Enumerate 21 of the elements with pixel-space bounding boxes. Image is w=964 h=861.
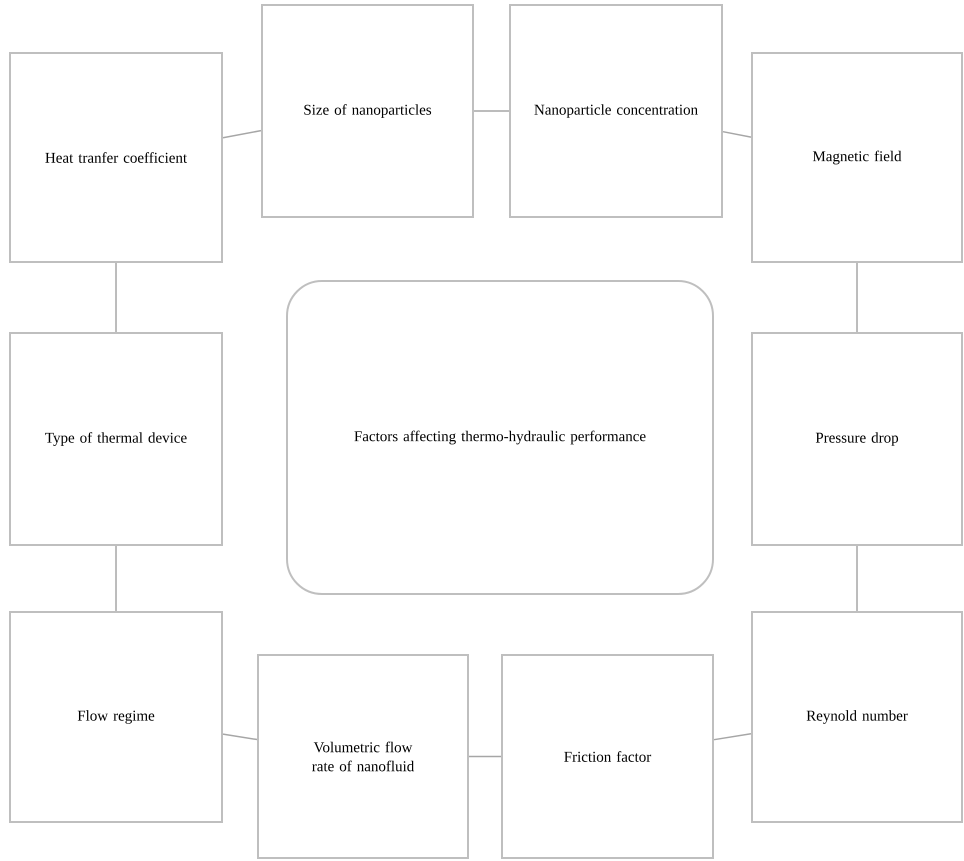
factor-box: Type of thermal device — [9, 332, 223, 546]
factor-box: Magnetic field — [751, 52, 963, 263]
factor-box: Size of nanoparticles — [261, 4, 474, 218]
title-box: Factors affecting thermo-hydraulic performance — [286, 280, 714, 595]
factor-box: Heat tranfer coefficient — [9, 52, 223, 263]
factor-box: Friction factor — [501, 654, 714, 859]
factor-box: Flow regime — [9, 611, 223, 823]
connector-line — [474, 110, 509, 112]
connector-line — [722, 130, 752, 138]
connector-line — [469, 756, 501, 758]
connector-line — [856, 546, 858, 611]
factor-box: Volumetric flow rate of nanofluid — [257, 654, 469, 859]
connector-line — [115, 263, 117, 332]
connector-line — [222, 130, 262, 138]
connector-line — [856, 263, 858, 332]
connector-line — [222, 733, 258, 740]
connector-line — [115, 546, 117, 611]
connector-line — [714, 733, 752, 740]
factor-box: Reynold number — [751, 611, 963, 823]
factor-box: Nanoparticle concentration — [509, 4, 723, 218]
factor-box: Pressure drop — [751, 332, 963, 546]
